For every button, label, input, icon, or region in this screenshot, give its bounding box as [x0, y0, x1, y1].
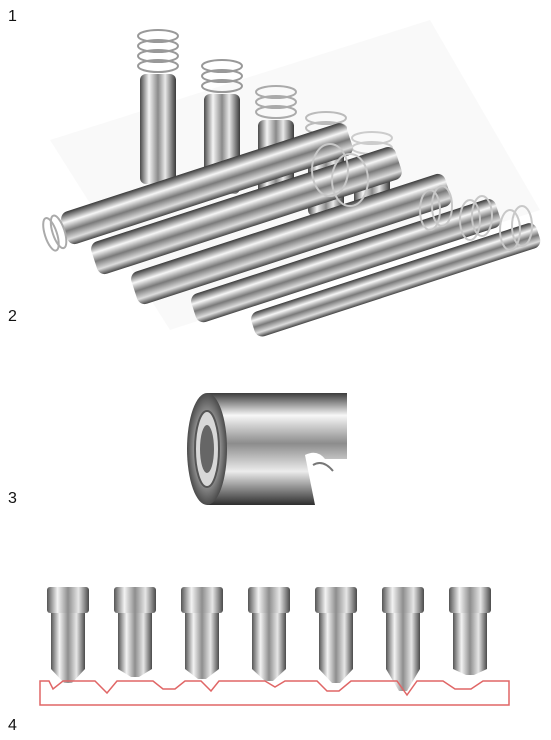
key-pin	[315, 587, 357, 683]
figure-number-4: 4	[8, 717, 17, 734]
key-pin	[449, 587, 491, 675]
figure-number-1: 1	[8, 8, 17, 25]
key-pin	[382, 587, 424, 691]
key-pin	[114, 587, 156, 677]
stacked-pins-illustration	[42, 20, 541, 337]
figure-number-2: 2	[8, 308, 17, 325]
cylinder-pin-illustration	[187, 393, 353, 505]
key-pin	[181, 587, 223, 679]
key-pin	[248, 587, 290, 681]
horizontal-pins	[42, 123, 541, 337]
key-pin	[47, 587, 89, 683]
key-pins-profile-illustration	[39, 587, 510, 706]
key-pin-row	[47, 587, 491, 691]
figure-number-3: 3	[8, 490, 17, 507]
key-profile-line	[39, 680, 510, 706]
